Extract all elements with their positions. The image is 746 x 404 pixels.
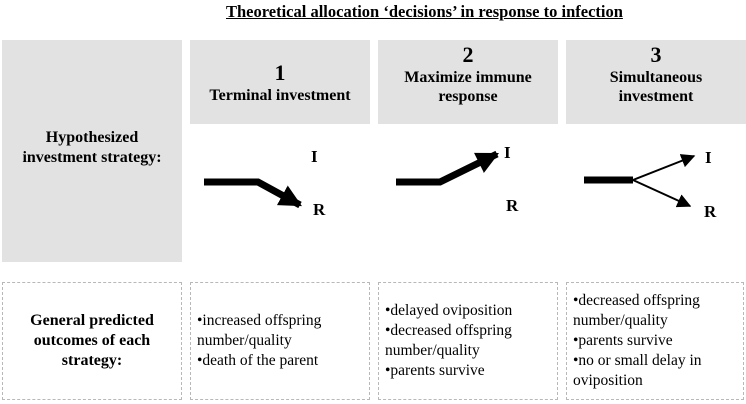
strategy-row-label-line-2: investment strategy: bbox=[22, 149, 162, 166]
maximize-immune-arrow bbox=[396, 150, 500, 186]
strategy-3-outcomes: •decreased offspring number/quality •par… bbox=[566, 282, 744, 400]
strategy-3-name-line-1: Simultaneous bbox=[609, 69, 703, 86]
outcome-item: •decreased offspring bbox=[573, 292, 700, 309]
outcome-item: number/quality bbox=[385, 342, 480, 359]
outcome-item: oviposition bbox=[573, 372, 643, 389]
strategy-1-header: 1 Terminal investment bbox=[190, 40, 370, 124]
strategy-1-reproduction-label: R bbox=[313, 200, 326, 219]
strategy-2-immune-label: I bbox=[504, 143, 511, 162]
strategy-3-reproduction-label: R bbox=[704, 202, 717, 221]
strategy-3-header: 3 Simultaneous investment bbox=[566, 40, 746, 124]
strategy-2-number: 2 bbox=[462, 42, 474, 67]
outcomes-row-label-line-3: strategy: bbox=[61, 352, 123, 369]
outcomes-row-label-box bbox=[2, 282, 182, 400]
outcome-item: number/quality bbox=[197, 332, 292, 349]
strategy-1-number: 1 bbox=[274, 60, 286, 85]
figure-title: Theoretical allocation ‘decisions’ in re… bbox=[226, 2, 623, 21]
simultaneous-investment-immune-branch bbox=[632, 154, 696, 181]
strategy-row-label: Hypothesized investment strategy: bbox=[2, 128, 182, 168]
strategy-row-label-line-1: Hypothesized bbox=[45, 129, 139, 146]
strategy-3-immune-label: I bbox=[705, 148, 712, 167]
outcomes-row-label: General predicted outcomes of each strat… bbox=[2, 311, 182, 371]
terminal-investment-arrow bbox=[204, 178, 302, 209]
strategy-2-outcomes: •delayed oviposition •decreased offsprin… bbox=[378, 282, 558, 400]
outcome-item: •parents survive bbox=[385, 362, 485, 379]
outcomes-row-label-line-1: General predicted bbox=[30, 312, 154, 329]
strategy-1-outcomes: •increased offspring number/quality •dea… bbox=[190, 282, 370, 400]
outcome-item: number/quality bbox=[573, 312, 668, 329]
strategy-1-name: Terminal investment bbox=[209, 87, 351, 104]
outcomes-row-label-line-2: outcomes of each bbox=[33, 332, 151, 349]
strategy-2-name-line-2: response bbox=[438, 88, 498, 105]
outcome-item: •increased offspring bbox=[197, 312, 322, 329]
strategy-1-immune-label: I bbox=[311, 147, 318, 166]
strategy-2-name-line-1: Maximize immune bbox=[404, 69, 532, 86]
outcome-item: •decreased offspring bbox=[385, 322, 512, 339]
outcome-item: •delayed oviposition bbox=[385, 302, 513, 319]
strategy-2-reproduction-label: R bbox=[506, 196, 519, 215]
strategy-3-number: 3 bbox=[650, 42, 662, 67]
strategy-row-label-panel bbox=[2, 40, 182, 262]
outcome-item: •no or small delay in bbox=[573, 352, 702, 369]
strategy-3-name-line-2: investment bbox=[618, 88, 694, 105]
outcome-item: •parents survive bbox=[573, 332, 673, 349]
strategy-2-header: 2 Maximize immune response bbox=[378, 40, 558, 124]
outcome-item: •death of the parent bbox=[197, 352, 319, 369]
simultaneous-investment-reproduction-branch bbox=[632, 179, 692, 208]
